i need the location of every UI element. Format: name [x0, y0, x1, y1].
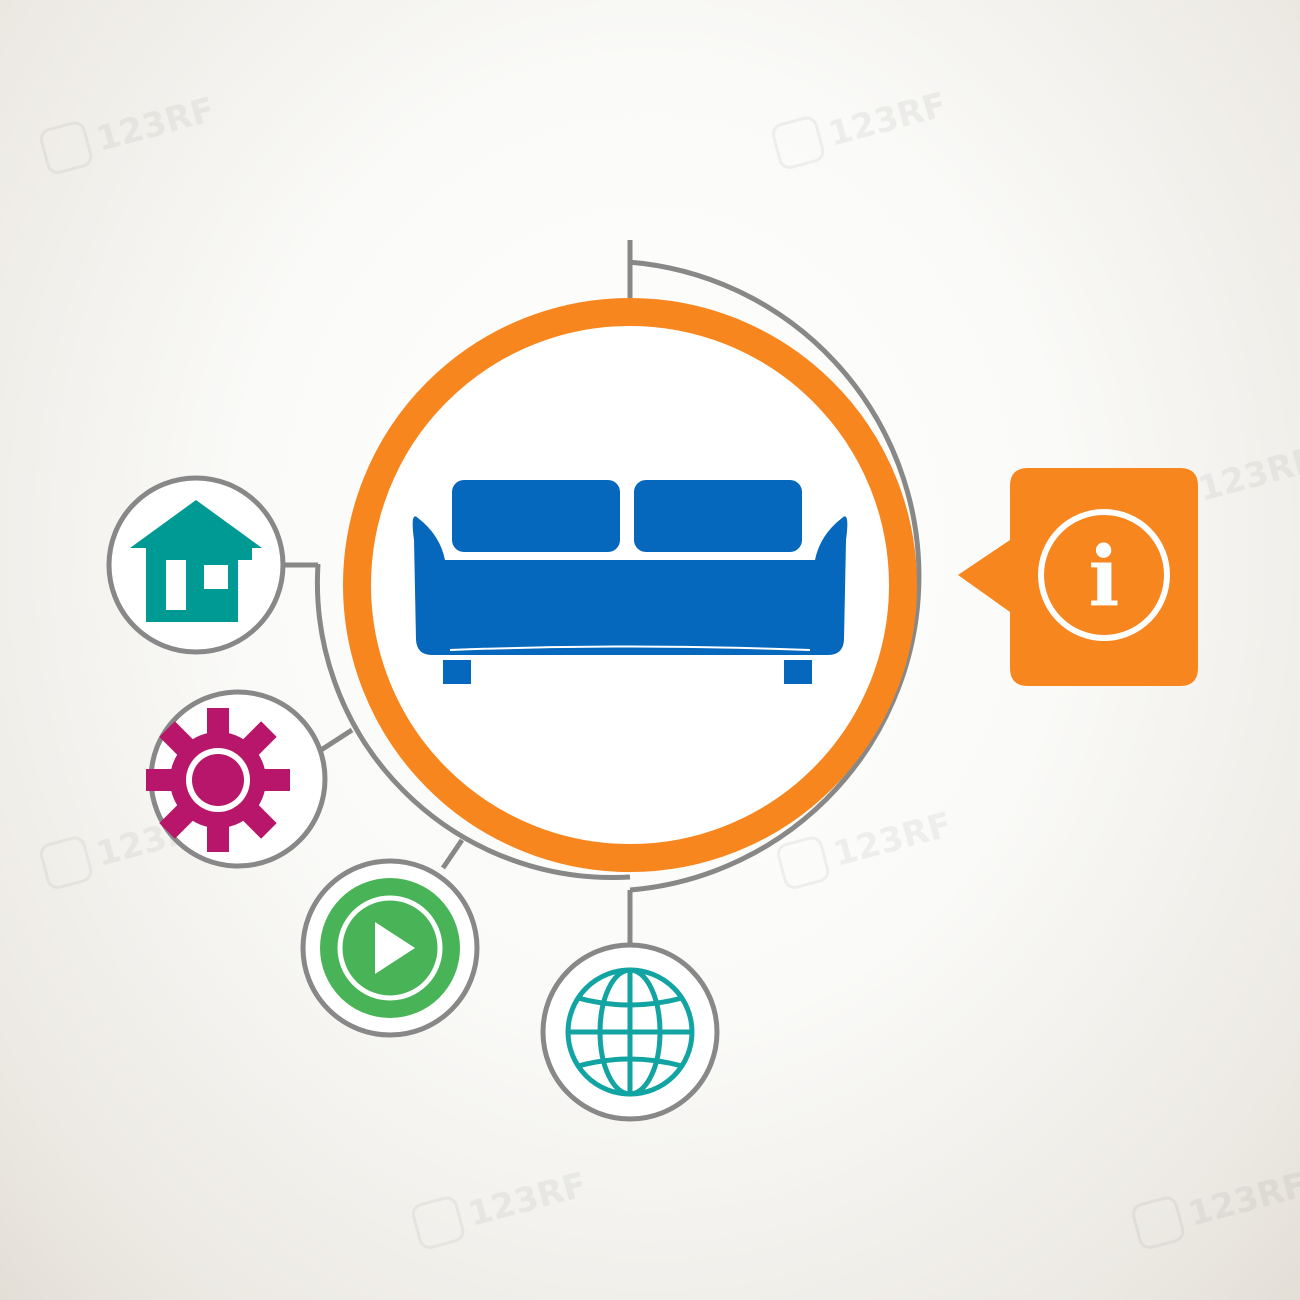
info-glyph: i: [1088, 529, 1119, 625]
play-connector: [440, 838, 465, 870]
inner-arc: [314, 563, 631, 881]
gear-button[interactable]: [146, 689, 328, 869]
connector-lines: [283, 240, 922, 945]
house-icon: [130, 500, 262, 622]
gear-connector: [316, 727, 354, 755]
watermark-text: 123RF: [824, 85, 951, 155]
gear-icon: [146, 708, 290, 852]
play-icon: [320, 878, 460, 1018]
info-bubble[interactable]: i: [958, 468, 1198, 686]
outer-arc: [627, 259, 922, 893]
main-circle[interactable]: [343, 298, 917, 872]
info-icon: i: [1038, 509, 1170, 641]
sofa-icon: [412, 480, 848, 684]
watermark-text: 123RF: [464, 1165, 591, 1235]
watermark-text: 123RF: [1194, 440, 1300, 510]
play-button[interactable]: [300, 858, 480, 1038]
globe-icon: [565, 967, 695, 1097]
globe-button[interactable]: [540, 942, 720, 1122]
watermark-text: 123RF: [1184, 1165, 1300, 1235]
house-button[interactable]: [106, 475, 286, 655]
watermark-text: 123RF: [829, 805, 956, 875]
watermark-text: 123RF: [92, 90, 219, 160]
